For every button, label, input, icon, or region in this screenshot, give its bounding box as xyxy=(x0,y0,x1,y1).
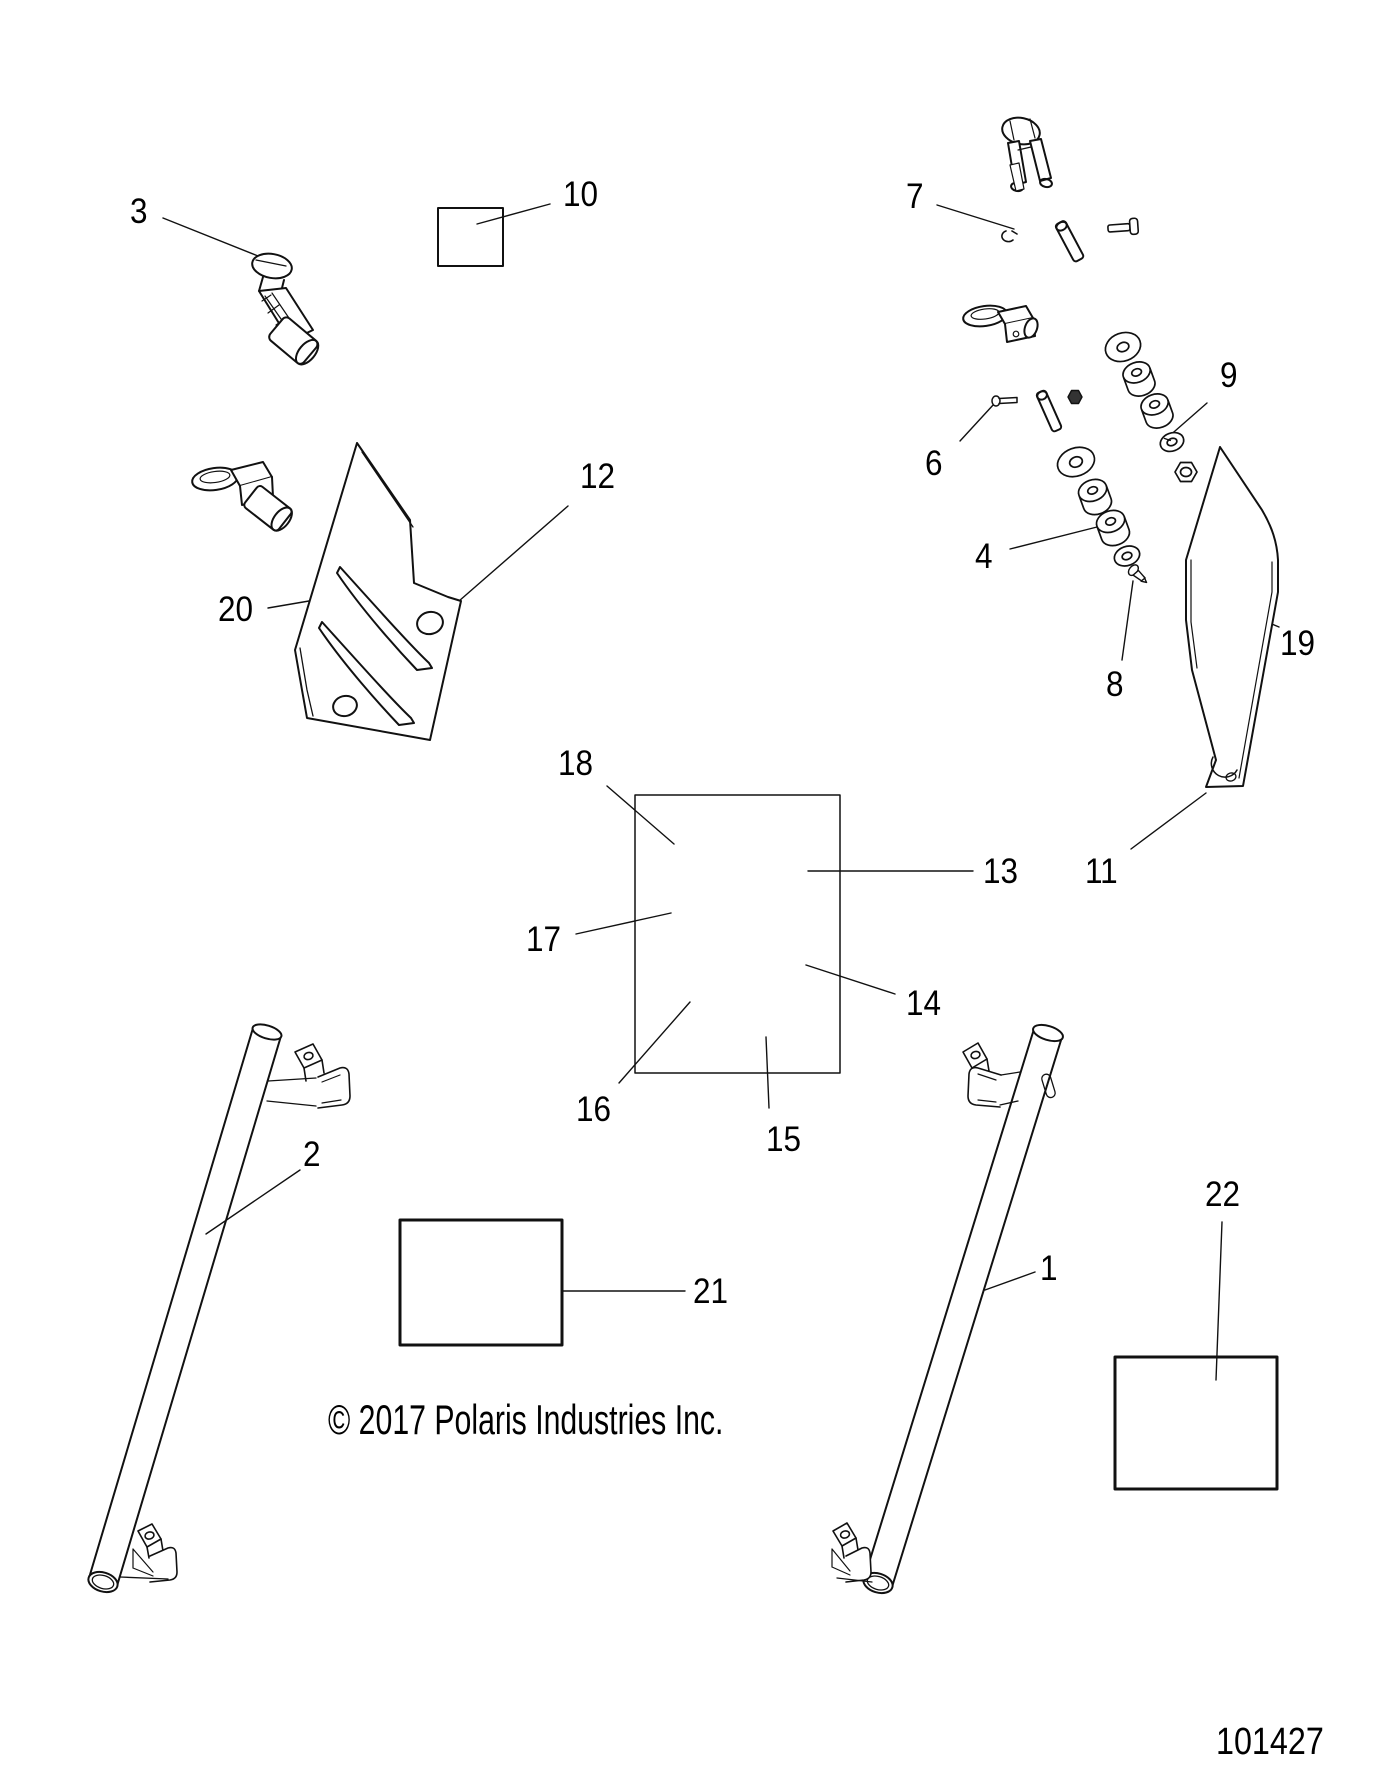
latch-part-20-drawing xyxy=(191,461,293,532)
callout-1: 1 xyxy=(1040,1249,1058,1288)
tube-part-1-drawing xyxy=(831,1023,1064,1595)
clevis-pin-lower-drawing xyxy=(1035,389,1063,433)
screw-top-right-drawing xyxy=(1107,217,1140,236)
bushing-part-4-drawing xyxy=(1077,478,1113,516)
callout-9: 9 xyxy=(1220,356,1238,395)
decal-21-box xyxy=(398,1218,564,1347)
nut-right-drawing xyxy=(1174,461,1198,483)
clip-part-7-drawing xyxy=(1001,230,1018,243)
copyright-text: © 2017 Polaris Industries Inc. xyxy=(328,1396,724,1443)
screw-part-8-drawing xyxy=(1127,564,1148,584)
tube-part-2-drawing xyxy=(87,1023,351,1594)
tube-1-bottom-bracket xyxy=(831,1522,873,1583)
callout-2: 2 xyxy=(303,1135,321,1174)
panel-part-19-drawing xyxy=(1185,446,1279,788)
callout-8: 8 xyxy=(1106,665,1124,704)
callout-6: 6 xyxy=(925,444,943,483)
callout-12: 12 xyxy=(580,457,616,496)
decal-10-box xyxy=(437,207,504,267)
bracket-part-20-12-drawing xyxy=(294,442,462,741)
latch-part-3-drawing xyxy=(251,252,320,366)
callout-18: 18 xyxy=(558,744,594,783)
callout-16: 16 xyxy=(576,1090,612,1129)
decal-22-box xyxy=(1113,1355,1279,1491)
washer-stack-right-drawing xyxy=(1104,331,1198,483)
latch-mid-right-drawing xyxy=(962,304,1039,343)
tube-2-bottom-bracket xyxy=(119,1523,178,1583)
callout-22: 22 xyxy=(1205,1175,1241,1214)
callout-13: 13 xyxy=(983,852,1019,891)
callout-10: 10 xyxy=(563,175,599,214)
callout-19: 19 xyxy=(1280,624,1316,663)
leader-lines xyxy=(162,203,1280,1381)
callout-7: 7 xyxy=(906,177,924,216)
clevis-pin-top-drawing xyxy=(1054,220,1085,263)
tube-1-top-clamp xyxy=(962,1042,1021,1108)
callout-20: 20 xyxy=(218,590,254,629)
callout-15: 15 xyxy=(766,1120,802,1159)
cotter-pin-part-6-drawing xyxy=(991,395,1018,407)
washer-stack-left-drawing xyxy=(1056,446,1148,584)
callout-17: 17 xyxy=(526,920,562,959)
callout-4: 4 xyxy=(975,537,993,576)
callout-14: 14 xyxy=(906,984,942,1023)
tube-2-top-clamp xyxy=(266,1043,351,1109)
clevis-latch-top-drawing xyxy=(1001,116,1053,193)
small-nut-drawing xyxy=(1067,389,1083,405)
callout-11: 11 xyxy=(1085,852,1118,891)
lock-washer-part-9-drawing xyxy=(1159,431,1185,453)
decal-13-18-box xyxy=(634,794,841,1074)
callout-21: 21 xyxy=(693,1272,729,1311)
callout-3: 3 xyxy=(130,192,148,231)
figure-number: 101427 xyxy=(1216,1721,1324,1763)
